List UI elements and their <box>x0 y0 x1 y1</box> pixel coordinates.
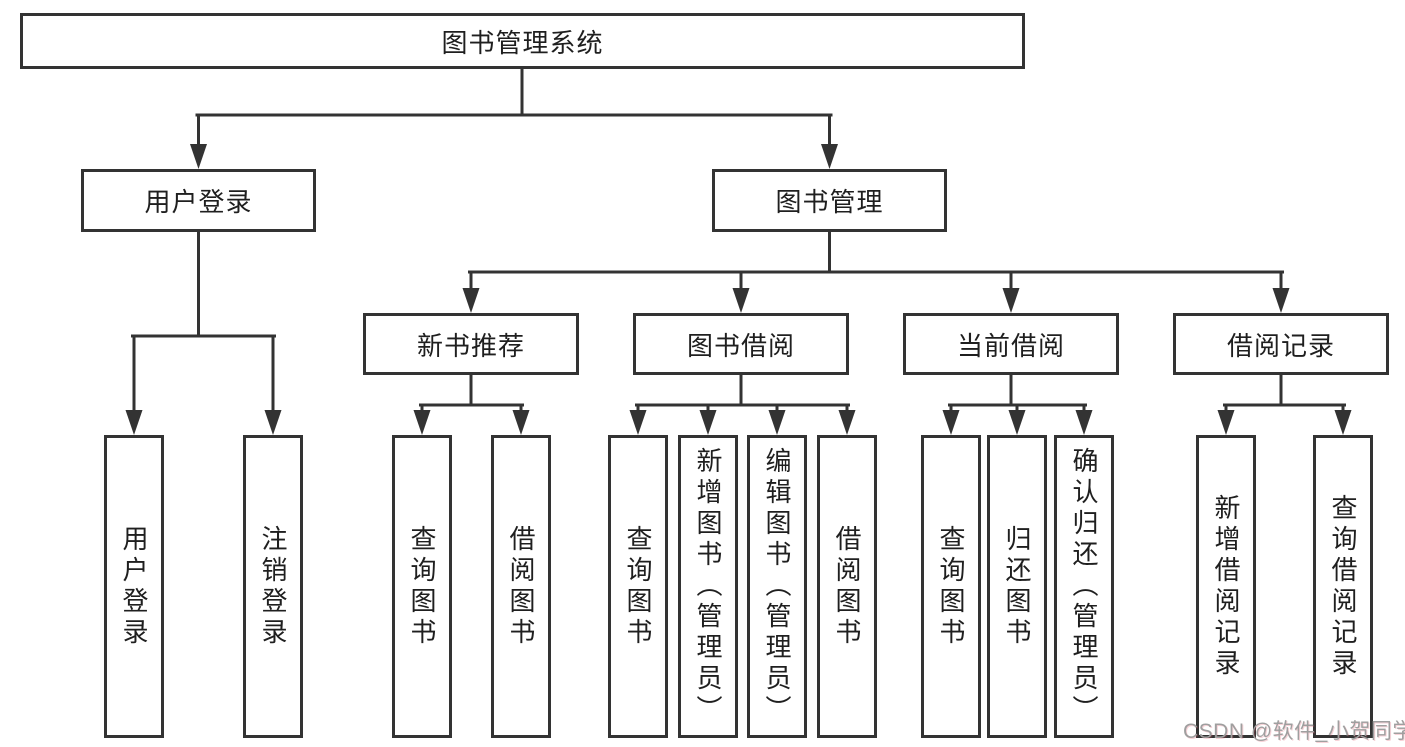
connector-bookborrow-to-leaves <box>635 372 850 428</box>
node-leaf-query-book: 查询图书 <box>608 435 668 738</box>
arrow-down-icon <box>462 288 480 313</box>
connector-currentborrow-to-leaves <box>948 372 1087 428</box>
node-leaf-add-book-admin: 新增图书（管理员） <box>678 435 738 738</box>
node-leaf-query-book: 查询图书 <box>921 435 981 738</box>
watermark: CSDN @软件_小贺同学 <box>1183 720 1405 743</box>
node-leaf-edit-book-admin: 编辑图书（管理员） <box>747 435 807 738</box>
node-leaf-query-borrow-record: 查询借阅记录 <box>1313 435 1373 738</box>
node-leaf-user-login: 用户登录 <box>104 435 164 738</box>
arrow-down-icon <box>512 410 530 435</box>
arrow-down-icon <box>1217 410 1235 435</box>
connector-root-to-level1 <box>195 67 833 162</box>
node-leaf-borrow-book: 借阅图书 <box>817 435 877 738</box>
node-system-root: 图书管理系统 <box>20 13 1025 69</box>
node-borrow-records: 借阅记录 <box>1173 313 1389 375</box>
node-book-management-module: 图书管理 <box>712 169 947 232</box>
node-leaf-logout: 注销登录 <box>243 435 303 738</box>
connector-login-to-leaves <box>131 230 276 428</box>
node-leaf-add-borrow-record: 新增借阅记录 <box>1196 435 1256 738</box>
node-leaf-borrow-book: 借阅图书 <box>491 435 551 738</box>
arrow-down-icon <box>1008 410 1026 435</box>
arrow-down-icon <box>125 410 143 435</box>
arrow-down-icon <box>190 144 207 169</box>
arrow-down-icon <box>942 410 960 435</box>
arrow-down-icon <box>699 410 717 435</box>
node-leaf-confirm-return-admin: 确认归还（管理员） <box>1054 435 1114 738</box>
node-current-borrowing: 当前借阅 <box>903 313 1119 375</box>
node-leaf-return-book: 归还图书 <box>987 435 1047 738</box>
connector-newbooks-to-leaves <box>419 372 524 428</box>
arrow-down-icon <box>413 410 431 435</box>
arrow-down-icon <box>264 410 282 435</box>
arrow-down-icon <box>1002 288 1020 313</box>
node-user-login-module: 用户登录 <box>81 169 316 232</box>
node-new-book-recommend: 新书推荐 <box>363 313 579 375</box>
arrow-down-icon <box>838 410 856 435</box>
node-book-borrowing: 图书借阅 <box>633 313 849 375</box>
node-leaf-query-book: 查询图书 <box>392 435 452 738</box>
arrow-down-icon <box>1272 288 1290 313</box>
connector-mgmt-to-level2 <box>468 230 1284 306</box>
connector-borrowrecord-to-leaves <box>1223 372 1346 428</box>
arrow-down-icon <box>821 144 838 169</box>
arrow-down-icon <box>768 410 786 435</box>
arrow-down-icon <box>732 288 750 313</box>
arrow-down-icon <box>1075 410 1093 435</box>
arrow-down-icon <box>629 410 647 435</box>
arrow-down-icon <box>1334 410 1352 435</box>
